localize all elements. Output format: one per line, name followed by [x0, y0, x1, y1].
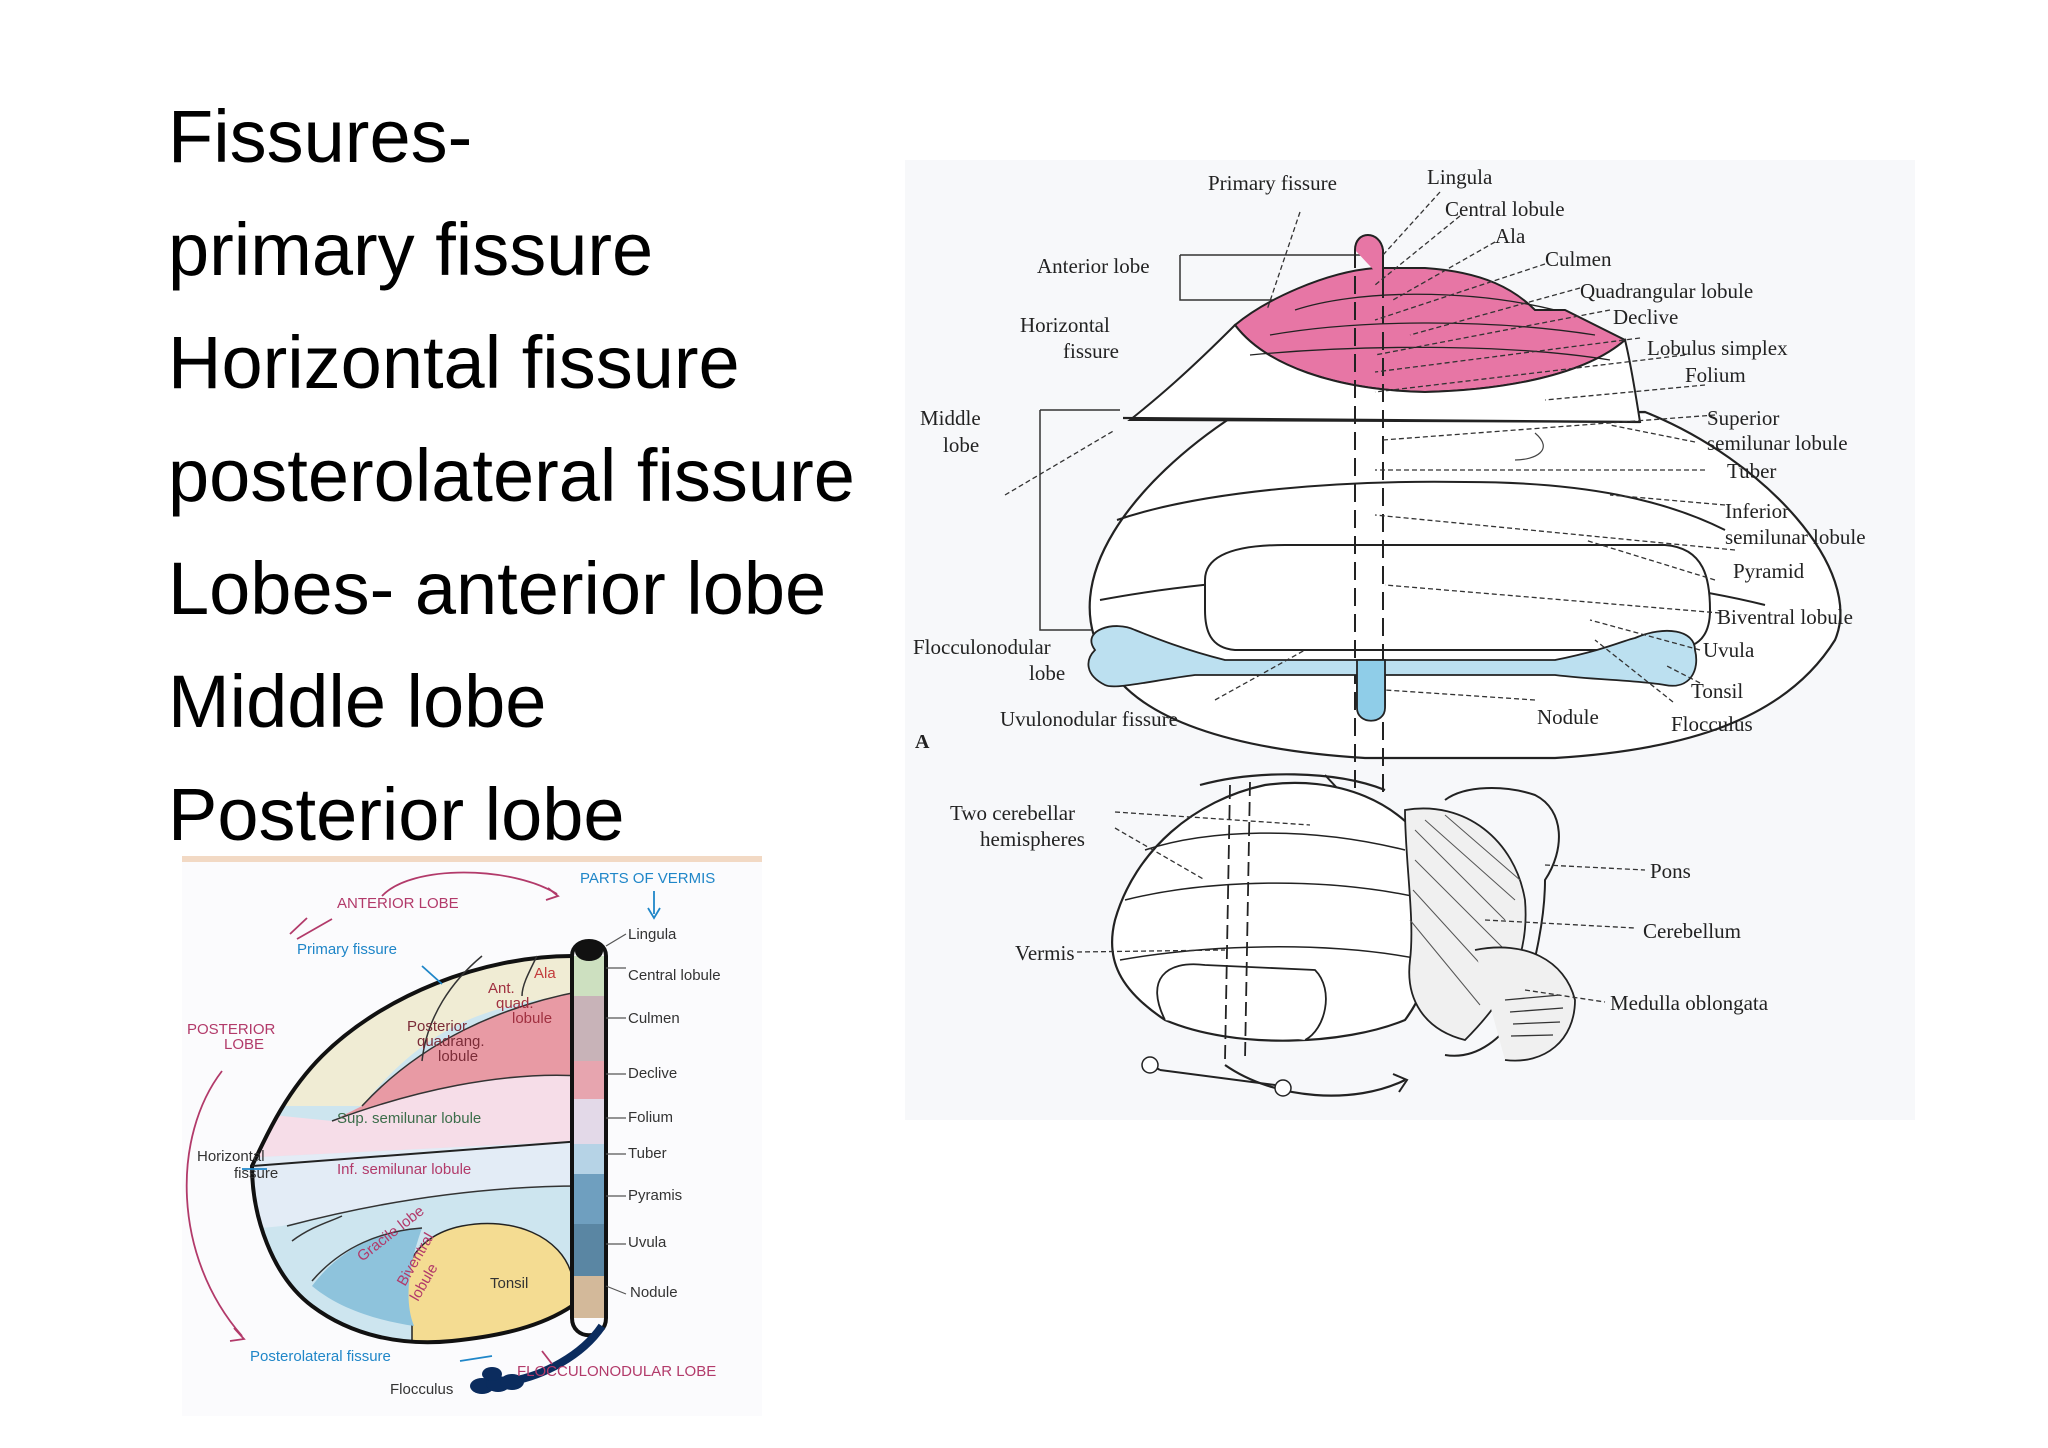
label-posterolateral-fissure-b: Posterolateral fissure — [250, 1348, 391, 1365]
label-uvula-b: Uvula — [628, 1234, 667, 1251]
label-primary-fissure-b: Primary fissure — [297, 941, 397, 958]
label-flocculonodular-2: lobe — [1029, 661, 1065, 685]
label-parts-of-vermis: PARTS OF VERMIS — [580, 870, 715, 887]
label-central-lobule: Central lobule — [1445, 197, 1565, 221]
vermis-column — [570, 939, 608, 1338]
label-horizontal-fissure-1: Horizontal — [1020, 313, 1110, 337]
cerebellum-diagram-a: A Primary fissure Lingula Central lobule… — [905, 160, 1915, 1120]
label-biventral-lobule: Biventral lobule — [1717, 605, 1853, 629]
label-culmen: Culmen — [1545, 247, 1612, 271]
label-nodule-b: Nodule — [630, 1284, 678, 1301]
line-posterolateral-fissure: posterolateral fissure — [168, 434, 855, 517]
line-lobes-anterior: Lobes- anterior lobe — [168, 547, 827, 630]
label-middle-lobe-2: lobe — [943, 433, 979, 457]
label-flocculonodular-1: Flocculonodular — [913, 635, 1051, 659]
cerebellum-diagram-b: PARTS OF VERMIS ANTERIOR LOBE Primary fi… — [182, 856, 762, 1416]
label-tuber-b: Tuber — [628, 1145, 667, 1162]
label-lobulus-simplex: Lobulus simplex — [1647, 336, 1788, 360]
label-culmen-b: Culmen — [628, 1010, 680, 1027]
label-declive: Declive — [1613, 305, 1678, 329]
label-vermis: Vermis — [1015, 941, 1075, 965]
label-middle-lobe-1: Middle — [920, 406, 981, 430]
label-nodule: Nodule — [1537, 705, 1599, 729]
line-fissures-heading: Fissures- — [168, 95, 473, 178]
line-horizontal-fissure: Horizontal fissure — [168, 321, 740, 404]
label-post-quad-1: Posterior — [407, 1018, 467, 1035]
label-pyramid: Pyramid — [1733, 559, 1805, 583]
cerebellum-rotated-view — [1076, 773, 1646, 1097]
panel-label-a: A — [915, 731, 930, 753]
label-declive-b: Declive — [628, 1065, 677, 1082]
label-flocculus: Flocculus — [1671, 712, 1753, 736]
label-two-cerebellar-1: Two cerebellar — [950, 801, 1075, 825]
label-anterior-lobe: Anterior lobe — [1037, 254, 1150, 278]
label-superior-semilunar-2: semilunar lobule — [1707, 431, 1848, 455]
label-post-quad-2: quadrang. — [417, 1033, 485, 1050]
label-ant-quad-1: Ant. — [488, 980, 515, 997]
line-posterior-lobe: Posterior lobe — [168, 773, 625, 856]
label-inf-semilunar: Inf. semilunar lobule — [337, 1161, 471, 1178]
label-medulla-oblongata: Medulla oblongata — [1610, 991, 1769, 1015]
label-pons: Pons — [1650, 859, 1691, 883]
label-uvula: Uvula — [1703, 638, 1755, 662]
label-horizontal-fissure-b-1: Horizontal — [197, 1148, 265, 1165]
label-tonsil-b: Tonsil — [490, 1275, 528, 1292]
label-ala-b: Ala — [534, 965, 556, 982]
label-pyramis-b: Pyramis — [628, 1187, 682, 1204]
label-ant-quad-3: lobule — [512, 1010, 552, 1027]
label-horizontal-fissure-b-2: fissure — [234, 1165, 278, 1182]
label-tuber: Tuber — [1727, 459, 1776, 483]
label-tonsil: Tonsil — [1691, 679, 1743, 703]
label-superior-semilunar-1: Superior — [1707, 406, 1779, 430]
label-horizontal-fissure-2: fissure — [1063, 339, 1119, 363]
label-folium: Folium — [1685, 363, 1746, 387]
label-uvulonodular-fissure: Uvulonodular fissure — [1000, 707, 1178, 731]
line-middle-lobe: Middle lobe — [168, 660, 547, 743]
label-flocculus-b: Flocculus — [390, 1381, 453, 1398]
label-flocculonodular-lobe-b: FLOCCULONODULAR LOBE — [517, 1363, 716, 1380]
slide-text: Fissures- primary fissure Horizontal fis… — [168, 80, 928, 871]
label-central-lobule-b: Central lobule — [628, 967, 721, 984]
label-primary-fissure: Primary fissure — [1208, 171, 1337, 195]
label-post-quad-3: lobule — [438, 1048, 478, 1065]
label-ala: Ala — [1495, 224, 1526, 248]
label-lingula-b: Lingula — [628, 926, 677, 943]
label-posterior-lobe-2: LOBE — [224, 1036, 264, 1053]
label-cerebellum: Cerebellum — [1643, 919, 1741, 943]
label-quadrangular-lobule: Quadrangular lobule — [1580, 279, 1753, 303]
label-two-cerebellar-2: hemispheres — [980, 827, 1085, 851]
label-sup-semilunar: Sup. semilunar lobule — [337, 1110, 481, 1127]
label-anterior-lobe-b: ANTERIOR LOBE — [337, 895, 459, 912]
label-ant-quad-2: quad. — [496, 995, 534, 1012]
label-inferior-semilunar-1: Inferior — [1725, 499, 1789, 523]
line-primary-fissure: primary fissure — [168, 208, 654, 291]
label-lingula: Lingula — [1427, 165, 1493, 189]
label-posterior-lobe-1: POSTERIOR — [187, 1021, 276, 1038]
label-inferior-semilunar-2: semilunar lobule — [1725, 525, 1866, 549]
label-folium-b: Folium — [628, 1109, 673, 1126]
